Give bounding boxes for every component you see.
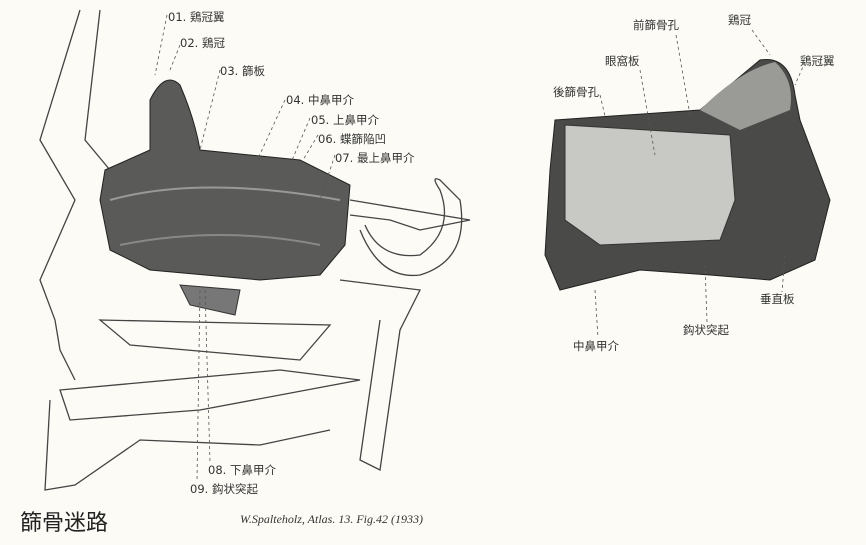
label-04: 04. 中鼻甲介 [286,93,354,107]
label-posterior-foramen: 後篩骨孔 [553,85,599,99]
nasal-outline [39,9,81,381]
label-uncinate: 鈎状突起 [683,323,729,337]
label-ala: 鶏冠翼 [800,54,835,68]
label-08: 08. 下鼻甲介 [208,463,276,477]
citation: W.Spalteholz, Atlas. 13. Fig.42 (1933) [240,512,423,526]
label-orbital-plate: 眼窩板 [605,54,640,68]
label-07: 07. 最上鼻甲介 [335,151,415,165]
label-crista: 鶏冠 [728,13,751,27]
label-01: 01. 鶏冠翼 [168,10,225,24]
label-05: 05. 上鼻甲介 [311,113,379,127]
label-perpendicular-plate: 垂直板 [760,292,795,306]
label-02: 02. 鶏冠 [180,36,225,50]
maxilla-outline [44,399,331,491]
label-middle-concha: 中鼻甲介 [573,339,619,353]
ethmoid-left-body [99,79,351,281]
orbital-plate [564,124,736,246]
palate-outline [98,319,332,361]
label-anterior-foramen: 前篩骨孔 [633,18,679,32]
label-09: 09. 鈎状突起 [190,482,258,496]
label-03: 03. 篩板 [220,64,265,78]
figure-title: 篩骨迷路 [20,511,109,536]
label-06: 06. 蝶篩陥凹 [318,132,386,146]
